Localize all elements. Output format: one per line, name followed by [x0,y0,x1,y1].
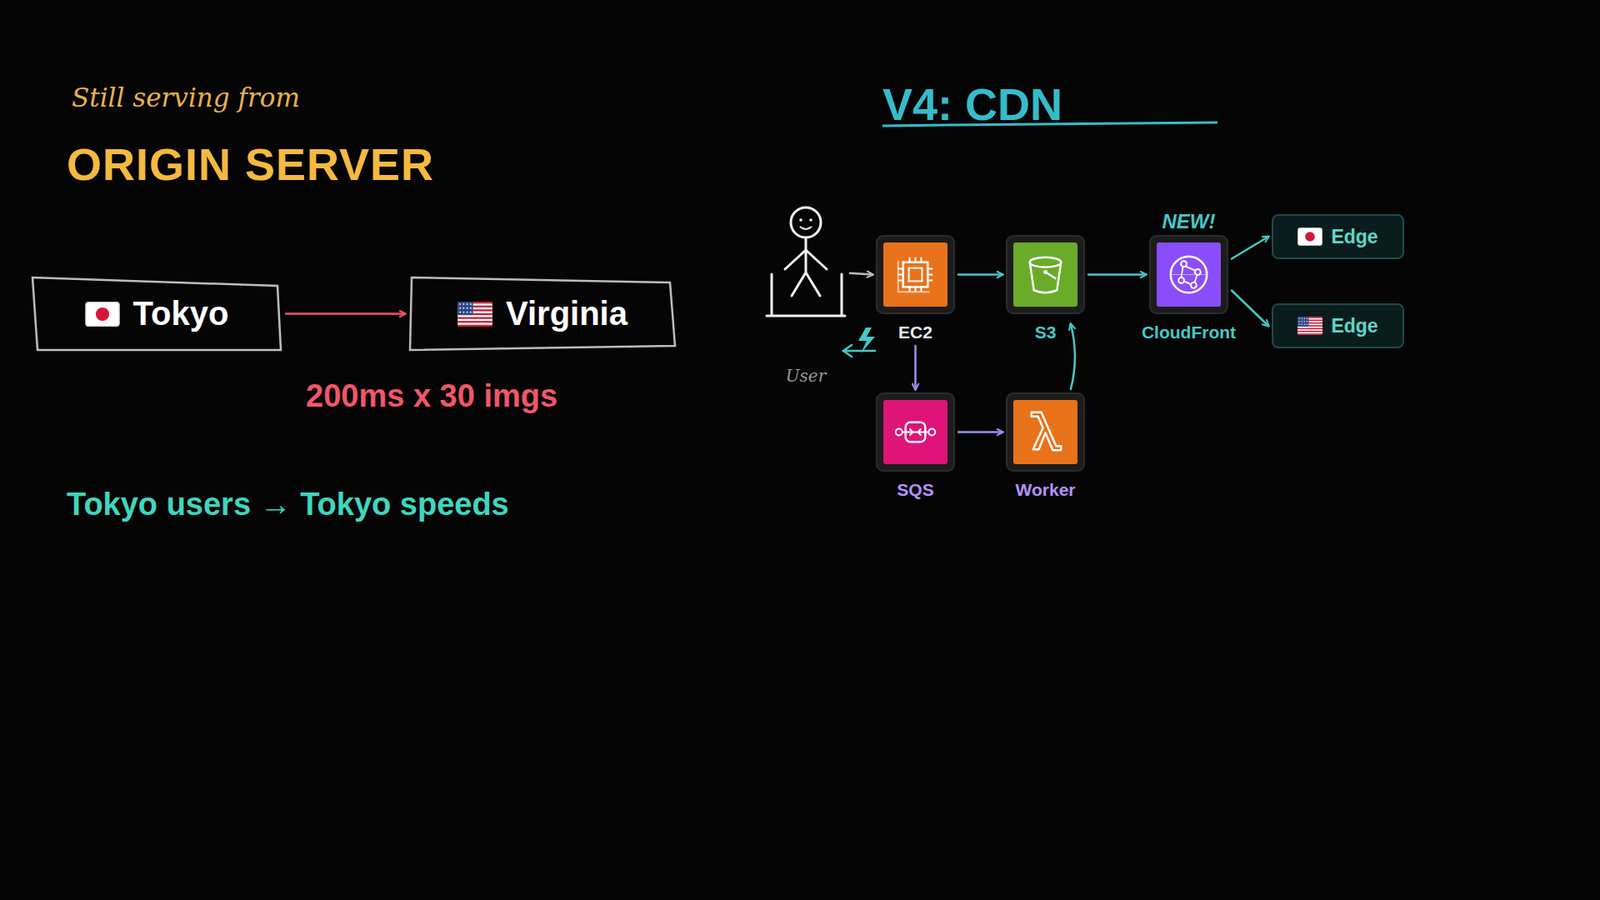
latency-note: 200ms x 30 imgs [305,378,558,415]
summary-note: Tokyo users → Tokyo speeds [66,486,510,523]
icon-tile [883,242,948,307]
ec2-icon: EC2 [875,235,955,315]
region-box: Tokyo [30,275,283,352]
connector-arrow [1070,324,1075,390]
icon-tile [1156,242,1221,307]
usa-flag [457,301,493,327]
service-glyph [883,242,948,307]
connector-arrow [914,345,917,390]
service-glyph [1156,242,1221,307]
service-label: EC2 [898,322,933,343]
connector-arrow [1088,273,1146,276]
section-heading: ORIGIN SERVER [66,138,435,190]
region-name: Tokyo [133,295,230,333]
usa-flag [1297,316,1323,335]
icon-tile [1013,242,1078,307]
edge-location-box: Edge [1271,214,1405,260]
subheading: Still serving from [71,82,300,113]
edge-location-box: Edge [1271,303,1405,349]
service-label: SQS [896,480,934,500]
service-label: S3 [1035,322,1057,343]
icon-tile [883,400,948,465]
diagram-title: V4: CDN [882,78,1063,130]
connector-arrow [1231,290,1269,327]
icon-tile [1013,400,1078,465]
s3-icon: S3 [1005,235,1085,315]
japan-flag [85,301,120,327]
worker-icon: Worker [1005,392,1085,472]
service-glyph [1013,242,1078,307]
region-name: Virginia [505,295,628,333]
stick-figure [765,204,847,320]
user-figure: User [765,204,847,320]
service-label: Worker [1015,480,1076,500]
service-glyph [1013,400,1078,465]
sqs-icon: SQS [875,392,955,472]
connector-arrow [285,312,405,315]
user-label: User [785,365,827,386]
connector-arrow [1231,236,1269,260]
connector-arrow [958,430,1003,434]
edge-label: Edge [1330,225,1378,249]
japan-flag [1297,227,1323,246]
lightning-symbol [858,327,875,354]
service-label: CloudFront [1141,322,1236,343]
cloudfront-icon: NEW!CloudFront [1149,235,1229,315]
edge-label: Edge [1330,315,1378,338]
connector-arrow [850,273,873,275]
service-glyph [883,400,948,465]
return-arrow [843,345,875,357]
connector-arrow [958,273,1003,276]
new-badge: NEW! [1162,210,1216,234]
region-box: Virginia [408,275,677,352]
